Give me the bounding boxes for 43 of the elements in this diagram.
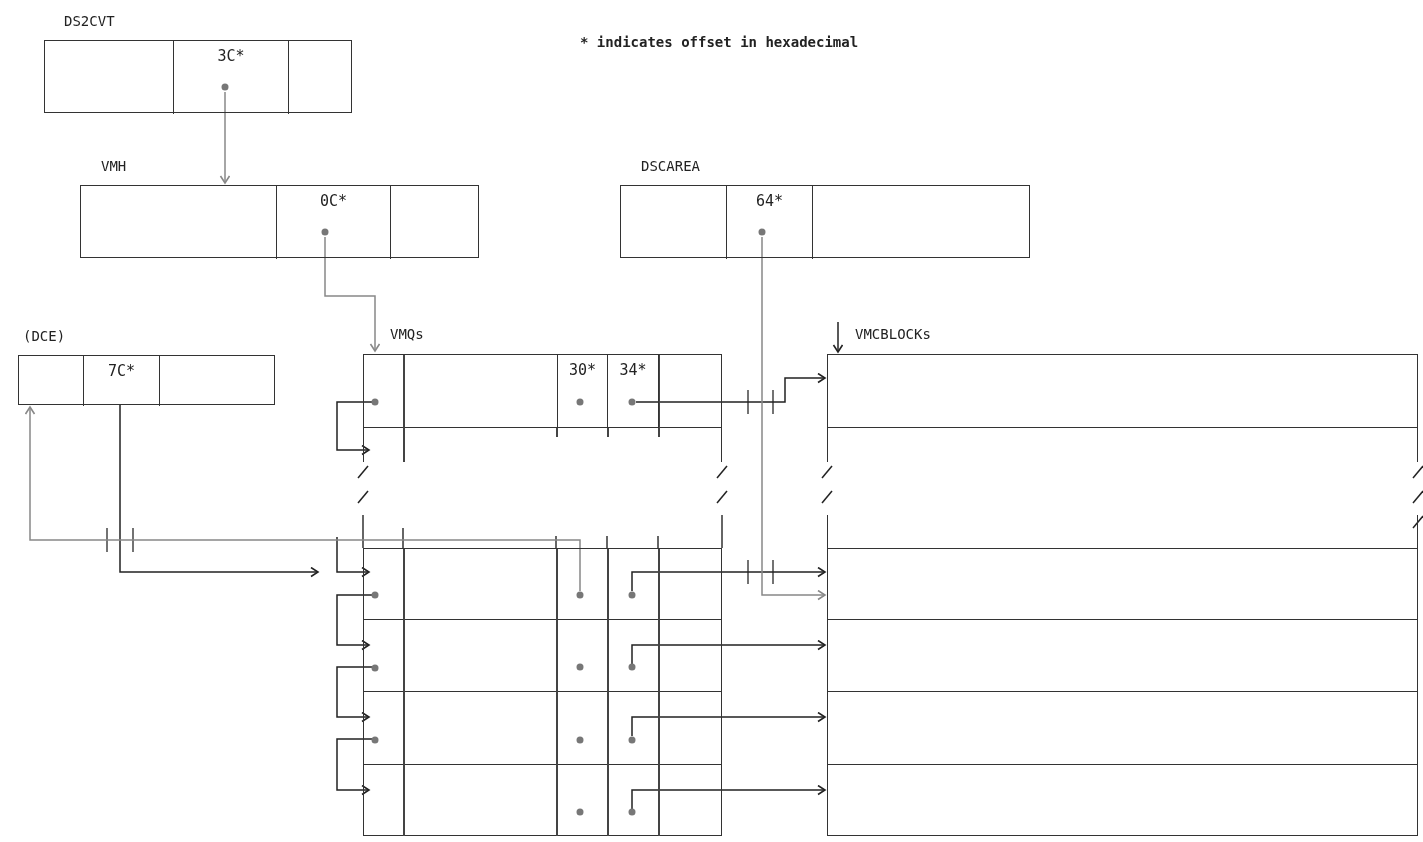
offset-field [726,186,813,259]
offset-label: 0C* [318,192,349,210]
block-name: VMCBLOCKs [855,326,931,342]
control-block-row [827,692,1418,765]
queue-entry [363,692,722,765]
control-block-row [827,620,1418,692]
control-block-row [827,354,1418,428]
queue-entry [363,548,722,620]
queue-entry [363,765,722,836]
offset-label: 3C* [216,47,246,65]
control-block-row [827,765,1418,836]
block-name: VMH [101,158,127,174]
pointer-arrow [832,321,844,353]
pointer-arrow [119,404,319,578]
pointer-arrow [24,406,581,592]
block-name: DS2CVT [64,13,115,29]
note-text: * indicates offset in hexadecimal [580,34,859,50]
pointer-arrow [219,91,231,184]
pointer-arrow [631,784,826,810]
offset-label: 64* [754,192,785,210]
offset-label: 30* [567,361,598,379]
pointer-arrow [336,536,370,578]
block-name: DSCAREA [641,158,700,174]
pointer-arrow [631,639,826,665]
pointer-arrow [631,711,826,737]
control-block-row [827,515,1418,548]
queue-entry [363,354,722,428]
pointer-arrow [324,236,381,352]
offset-field [276,186,391,259]
offset-field [173,41,289,114]
offset-label: 7C* [106,362,137,380]
queue-entry [363,620,722,692]
pointer-arrow [635,372,826,403]
block-name: (DCE) [23,328,66,344]
offset-field [557,355,608,429]
queue-entry [363,428,722,462]
offset-label: 34* [618,361,648,379]
pointer-arrow [761,236,826,601]
control-block-row [827,428,1418,462]
pointer-arrow [631,566,826,592]
control-block-row [827,548,1418,620]
block-name: VMQs [390,326,424,342]
offset-field [83,356,160,406]
